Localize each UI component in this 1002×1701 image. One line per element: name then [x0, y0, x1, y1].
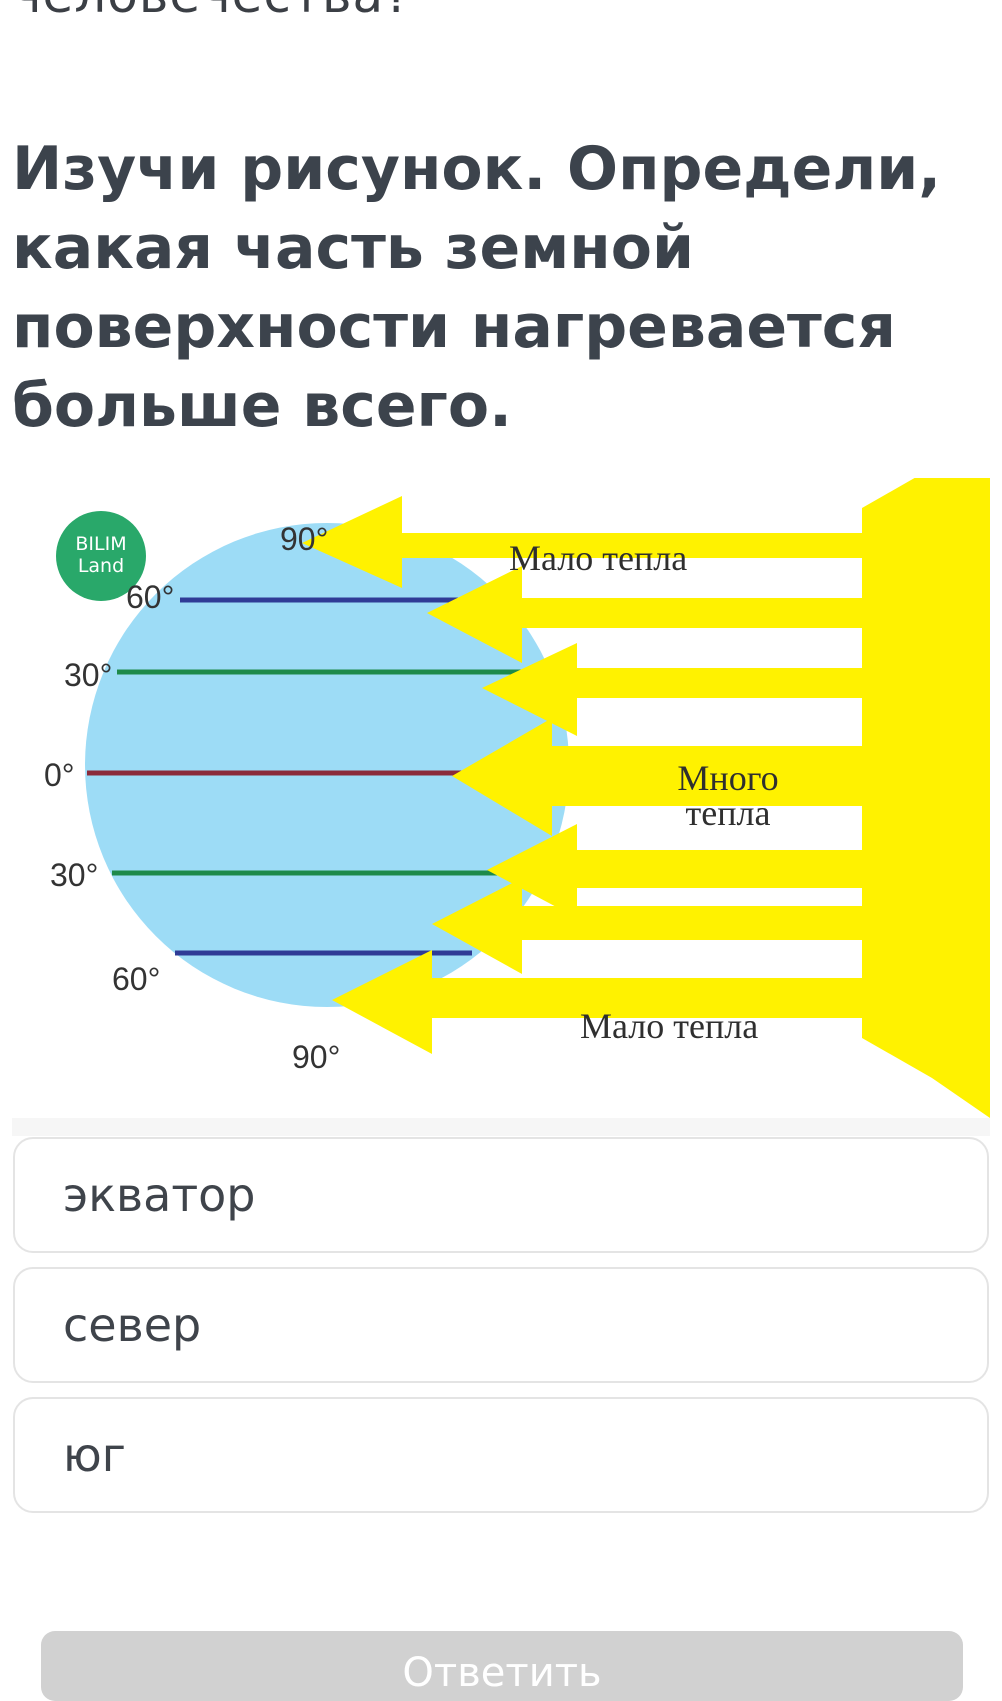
latitude-label-south-60: 60°: [112, 961, 160, 997]
answer-option-equator[interactable]: экватор: [13, 1137, 989, 1253]
earth-globe: [85, 523, 569, 1007]
caption-much-heat-line1: Много: [677, 758, 778, 798]
question-title: Изучи рисунок. Определи, какая часть зем…: [12, 134, 942, 441]
sun-ray-arrow: [427, 566, 912, 663]
latitude-label-south-pole: 90°: [292, 1039, 340, 1075]
latitude-label-north-30: 30°: [64, 657, 112, 693]
caption-little-heat-bottom: Мало тепла: [580, 1006, 758, 1046]
latitude-label-north-60: 60°: [126, 579, 174, 615]
latitude-label-south-30: 30°: [50, 857, 98, 893]
answer-option-south[interactable]: юг: [13, 1397, 989, 1513]
caption-much-heat-line2: тепла: [686, 793, 771, 833]
sun-ray-arrow: [332, 950, 942, 1054]
answer-option-north[interactable]: север: [13, 1267, 989, 1383]
sun-source: [862, 478, 990, 1118]
sun-ray-arrow: [482, 643, 892, 736]
submit-answer-button[interactable]: Ответить: [41, 1631, 963, 1701]
sun-ray-arrow: [452, 718, 882, 836]
logo-text-line2: Land: [78, 555, 124, 577]
answer-options: экватор север юг: [13, 1137, 989, 1527]
latitude-label-north-pole: 90°: [280, 521, 328, 557]
answer-option-label: юг: [63, 1428, 126, 1482]
answer-option-label: экватор: [63, 1168, 256, 1222]
latitude-label-equator: 0°: [44, 757, 75, 793]
sun-ray-arrow: [302, 496, 942, 588]
logo-text-line1: BILIM: [75, 533, 126, 555]
heating-diagram: BILIM Land 90° 60° 30° 0° 30° 60° 90° Ма…: [12, 478, 990, 1118]
previous-question-text: человечества?: [12, 0, 412, 24]
sun-ray-arrow: [487, 824, 892, 918]
caption-little-heat-top: Мало тепла: [509, 538, 687, 578]
figure-bottom-divider: [12, 1118, 990, 1136]
answer-option-label: север: [63, 1298, 202, 1352]
sun-ray-arrow: [432, 878, 912, 974]
bilimland-logo: [56, 511, 146, 601]
